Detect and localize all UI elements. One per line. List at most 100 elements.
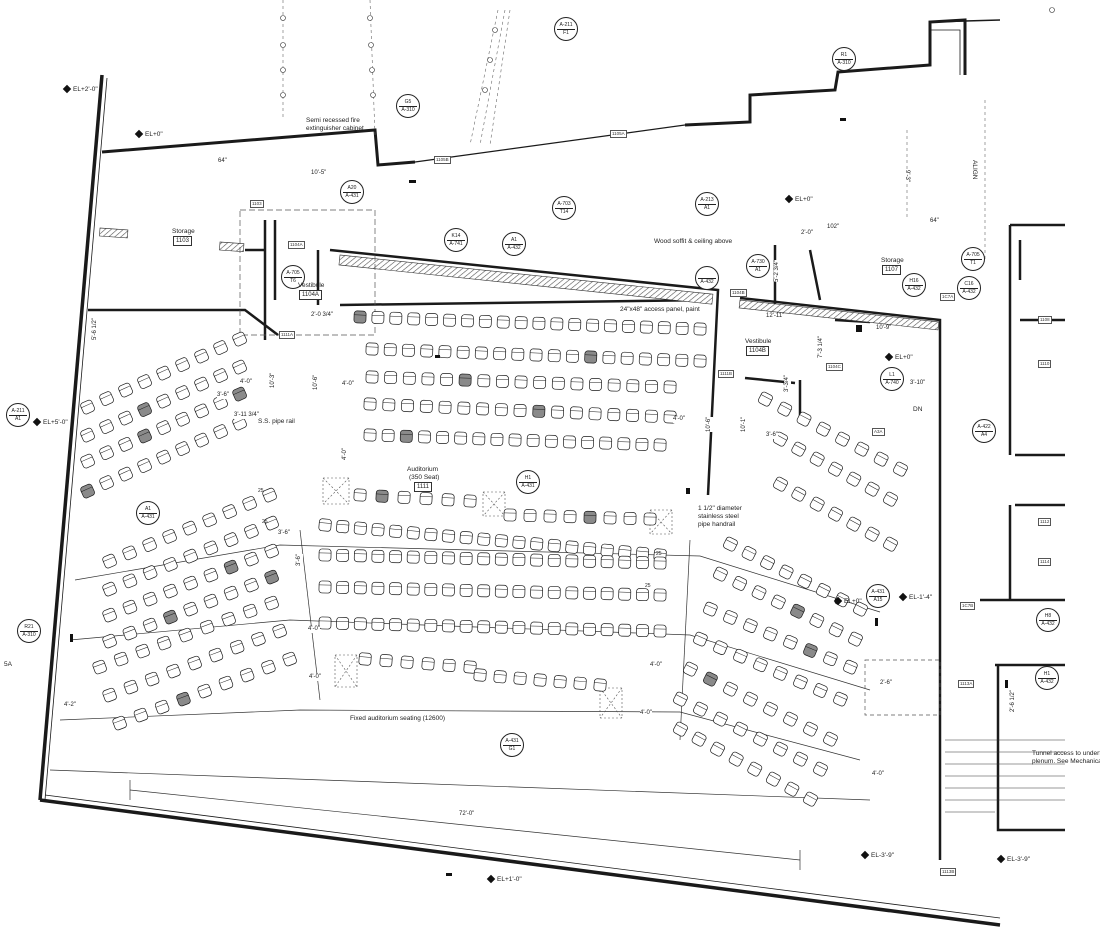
room-name-storage-1107: Storage <box>881 257 904 264</box>
seat-back <box>233 418 245 424</box>
seat <box>691 731 707 747</box>
seat <box>122 599 138 615</box>
seat-back <box>157 452 169 458</box>
seat-body <box>118 466 133 482</box>
seat-back <box>443 662 456 665</box>
seat-body <box>460 314 474 328</box>
seat-back <box>119 413 131 419</box>
seat <box>835 431 850 447</box>
seat-body <box>543 509 557 523</box>
seat <box>318 548 332 562</box>
seat-back <box>263 490 275 496</box>
dimension-17: 7'-3 1/4" <box>818 336 825 358</box>
seat-body <box>636 624 649 638</box>
seat-body <box>864 526 880 542</box>
detail-bubble-a432[interactable]: A-432 <box>695 266 719 290</box>
seat <box>182 520 197 536</box>
seat <box>477 552 491 566</box>
seat <box>765 771 781 787</box>
seat <box>644 409 658 423</box>
seat-body <box>529 348 543 362</box>
seat <box>620 351 634 365</box>
room-number-1107: 1107 <box>882 265 901 275</box>
seat <box>406 618 420 632</box>
seat-back <box>815 764 827 771</box>
seat-body <box>318 548 332 562</box>
seat-back <box>745 621 757 627</box>
seat-body <box>586 318 600 332</box>
seat <box>142 617 158 633</box>
seat-body <box>657 321 671 335</box>
seat <box>586 318 600 332</box>
seat <box>864 481 880 497</box>
seat <box>102 553 117 569</box>
seat-back <box>831 625 843 631</box>
seat <box>443 313 456 327</box>
seat-body <box>156 365 171 381</box>
dimension-26: 4'-2" <box>64 702 76 709</box>
seat <box>494 584 508 598</box>
seat-body <box>440 373 453 386</box>
seat-body <box>583 622 596 636</box>
seat-body <box>604 319 617 333</box>
seat <box>156 635 172 651</box>
seat-body <box>713 566 728 582</box>
dimension-28: 4'-0" <box>640 710 652 717</box>
seat-body <box>523 509 537 523</box>
seat-body <box>493 670 507 684</box>
seat-back <box>219 678 231 684</box>
seat <box>421 372 435 386</box>
seat-body <box>568 318 582 332</box>
seat-back <box>195 351 207 357</box>
seat <box>638 352 652 366</box>
seat <box>417 430 431 444</box>
seat <box>118 410 133 426</box>
seat-body <box>565 540 579 554</box>
seat-body <box>621 320 635 333</box>
seat-back <box>382 402 395 404</box>
door-tag-1114: 1114 <box>1038 558 1052 566</box>
seat-body <box>358 652 372 666</box>
seat <box>893 461 908 477</box>
seat <box>618 555 632 569</box>
seat-back <box>566 544 579 546</box>
seat <box>823 651 838 667</box>
seat-body <box>194 348 209 364</box>
seat-body <box>544 434 558 448</box>
seat <box>663 380 677 394</box>
seat-body <box>784 781 800 797</box>
seat-body <box>336 548 350 562</box>
seat-back <box>731 754 743 761</box>
seat-back <box>100 478 112 484</box>
dimension-9: 3'-6" <box>217 392 229 399</box>
door-tag-1105b: 1105B <box>434 156 451 164</box>
seat-back <box>583 545 596 548</box>
door-tag-1c7a: 1C7A <box>940 293 956 301</box>
seat-body <box>443 313 456 327</box>
seat-body <box>436 431 449 444</box>
seat <box>828 506 843 522</box>
